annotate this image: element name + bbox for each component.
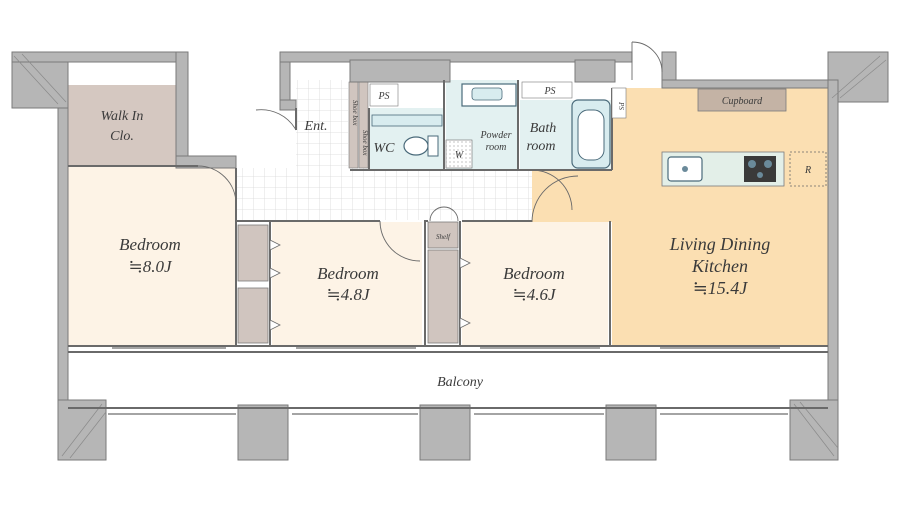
ldk-floor xyxy=(612,88,828,345)
closet-b2-upper xyxy=(237,224,269,282)
shoe-box-label-2: Shoe box xyxy=(361,130,369,156)
wardrobe-marks xyxy=(269,239,471,331)
bedroom-2-floor xyxy=(272,222,422,345)
bath-label-1: Bath xyxy=(530,121,556,136)
wall-hatch xyxy=(13,53,887,459)
closet-b3 xyxy=(427,249,459,344)
walk-in-label-1: Walk In xyxy=(101,109,144,124)
bedroom-3-area: ≒4.6J xyxy=(512,285,556,304)
stove-icon xyxy=(744,156,776,182)
toilet-icon xyxy=(403,136,429,156)
bathtub-inner-icon xyxy=(577,109,605,161)
fridge-space xyxy=(789,151,827,187)
ps-label-3: PS xyxy=(617,101,625,110)
washing-machine-space xyxy=(445,139,473,169)
burner-icon xyxy=(757,172,763,178)
walk-in-label-2: Clo. xyxy=(110,129,134,144)
partitions xyxy=(68,80,828,409)
wc-counter xyxy=(371,114,443,127)
closet-b2-lower xyxy=(237,287,269,344)
entrance-label: Ent. xyxy=(304,119,328,134)
washer-label: W xyxy=(455,150,465,161)
fridge-label: R xyxy=(804,165,811,176)
ps-box-3 xyxy=(611,87,627,119)
hallway-floor xyxy=(236,168,532,220)
walk-in-closet xyxy=(68,85,176,165)
cupboard xyxy=(697,88,787,112)
bedroom-1-name: Bedroom xyxy=(119,235,181,254)
ldk-floor-extension xyxy=(532,170,612,222)
windows xyxy=(108,347,788,415)
bedroom-3-floor xyxy=(462,222,608,345)
bath-label-2: room xyxy=(526,139,555,154)
bedroom-1-area: ≒8.0J xyxy=(128,257,172,276)
powder-basin-icon xyxy=(471,87,503,101)
wc-label: WC xyxy=(374,141,396,156)
balcony-label: Balcony xyxy=(437,375,484,390)
cupboard-label: Cupboard xyxy=(722,96,763,107)
bedroom-3-name: Bedroom xyxy=(503,264,565,283)
bedroom-2-name: Bedroom xyxy=(317,264,379,283)
bedroom-2-area: ≒4.8J xyxy=(326,285,370,304)
ps-label-1: PS xyxy=(377,91,389,102)
ps-box-1 xyxy=(369,83,399,107)
entrance-floor xyxy=(296,80,348,168)
bedroom-1-floor xyxy=(68,167,236,345)
ps-label-2: PS xyxy=(543,86,555,97)
burner-icon xyxy=(748,160,756,168)
toilet-tank-icon xyxy=(427,135,439,157)
ldk-label-1: Living Dining xyxy=(669,234,771,254)
balcony-floor xyxy=(68,352,828,408)
shelf-label: Shelf xyxy=(436,233,451,241)
ps-box-2 xyxy=(521,81,573,99)
shoe-box-label-1: Shoe box xyxy=(351,100,359,126)
burner-icon xyxy=(764,160,772,168)
shelf-box xyxy=(427,221,459,249)
powder-label-2: room xyxy=(486,142,507,153)
faucet-icon xyxy=(682,166,688,172)
door-swings xyxy=(197,41,663,262)
ldk-area: ≒15.4J xyxy=(693,278,749,298)
powder-label-1: Powder xyxy=(479,130,511,141)
ldk-label-2: Kitchen xyxy=(691,256,748,276)
